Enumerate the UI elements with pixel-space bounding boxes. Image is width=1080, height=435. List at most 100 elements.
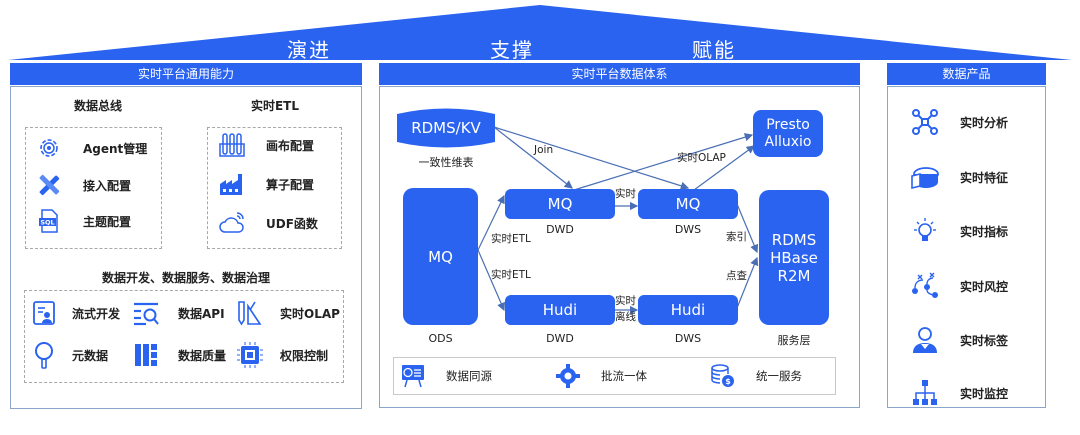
node-dws-mq[interactable]: MQ	[638, 189, 738, 219]
product-item-metric[interactable]: 实时指标	[910, 216, 1008, 246]
item-label: 数据同源	[446, 369, 492, 383]
item-label: Agent管理	[83, 141, 148, 156]
pencil-ruler-icon	[35, 171, 63, 199]
node-rdms-kv[interactable]: RDMS/KV	[411, 119, 481, 137]
item-label: 权限控制	[280, 348, 329, 363]
presto-label: Presto	[766, 116, 810, 133]
risk-flow-icon	[910, 271, 940, 301]
list-search-icon	[132, 299, 160, 327]
chip-icon	[236, 341, 264, 369]
hierarchy-icon	[910, 378, 940, 408]
middle-panel-header: 实时平台数据体系	[379, 63, 860, 85]
item-label: 元数据	[72, 348, 109, 363]
item-label: 实时特征	[960, 170, 1009, 185]
gear-cycle-icon	[555, 363, 581, 389]
dev-item-quality[interactable]: 数据质量	[132, 341, 226, 369]
edge-label-realtime-2: 实时	[615, 295, 636, 307]
edge-label-etl-upper: 实时ETL	[491, 233, 531, 245]
product-item-analysis[interactable]: 实时分析	[910, 107, 1008, 137]
item-label: UDF函数	[266, 216, 318, 231]
left-panel	[10, 86, 362, 409]
etl-item-canvas[interactable]: 画布配置	[218, 131, 314, 159]
presentation-icon	[400, 363, 426, 389]
node-serving[interactable]: RDMS HBase R2M	[759, 190, 829, 325]
node-dwd-mq[interactable]: MQ	[505, 189, 615, 219]
etl-item-udf[interactable]: UDF函数	[218, 209, 318, 237]
bottom-item-same-source[interactable]: 数据同源	[400, 363, 492, 389]
dev-item-api[interactable]: 数据API	[132, 299, 225, 327]
item-label: 数据API	[178, 306, 225, 321]
factory-icon	[218, 170, 246, 198]
dev-service-title: 数据开发、数据服务、数据治理	[101, 271, 270, 285]
product-item-feature[interactable]: 实时特征	[910, 162, 1008, 192]
item-label: 接入配置	[83, 178, 132, 193]
gear-icon	[35, 134, 63, 162]
item-label: 画布配置	[266, 138, 315, 153]
left-panel-header: 实时平台通用能力	[10, 63, 362, 85]
network-icon	[910, 107, 940, 137]
node-dwd-hudi[interactable]: Hudi	[505, 295, 615, 325]
item-label: 批流一体	[601, 369, 647, 383]
product-item-risk[interactable]: 实时风控	[910, 271, 1008, 301]
alluxio-label: Alluxio	[764, 133, 812, 150]
bottom-item-unified-service[interactable]: $ 统一服务	[710, 363, 802, 389]
roof-word-empower: 赋能	[692, 38, 736, 62]
item-label: 算子配置	[266, 177, 315, 192]
lightbulb-icon	[910, 216, 940, 246]
caption-dwd-hudi: DWD	[546, 332, 574, 345]
item-label: 实时分析	[960, 115, 1009, 130]
node-dws-hudi[interactable]: Hudi	[638, 295, 738, 325]
right-panel-header: 数据产品	[887, 63, 1046, 85]
svg-text:SQL: SQL	[40, 219, 54, 227]
data-bus-item-topic[interactable]: SQL 主题配置	[35, 207, 131, 235]
roof-word-support: 支撑	[490, 38, 534, 62]
etl-item-operator[interactable]: 算子配置	[218, 170, 314, 198]
item-label: 数据质量	[178, 348, 227, 363]
bottom-item-batch-stream[interactable]: 批流一体	[555, 363, 647, 389]
product-item-tag[interactable]: 实时标签	[910, 325, 1008, 355]
magnifier-icon	[30, 341, 58, 369]
pie-3d-icon	[910, 162, 940, 192]
user-badge-icon	[910, 325, 940, 355]
item-label: 实时监控	[960, 386, 1009, 401]
test-tubes-icon	[218, 131, 246, 159]
item-label: 实时风控	[960, 279, 1009, 294]
data-bus-title: 数据总线	[73, 99, 122, 113]
edge-label-offline: 离线	[615, 311, 636, 323]
edge-label-index: 索引	[726, 231, 747, 243]
edge-label-olap: 实时OLAP	[677, 152, 726, 164]
item-label: 实时标签	[960, 333, 1009, 348]
roof-banner	[8, 5, 1072, 60]
caption-dws-hudi: DWS	[674, 332, 702, 345]
node-rdms-kv-shape	[397, 108, 495, 148]
edge-label-join: Join	[534, 144, 554, 156]
columns-icon	[132, 341, 160, 369]
edge-label-lookup: 点查	[726, 270, 747, 282]
item-label: 实时OLAP	[280, 306, 340, 321]
dev-item-metadata[interactable]: 元数据	[30, 341, 108, 369]
sql-file-icon: SQL	[35, 207, 63, 235]
dev-item-stream[interactable]: 流式开发	[30, 299, 120, 327]
realtime-etl-title: 实时ETL	[250, 99, 300, 113]
right-panel	[887, 86, 1046, 408]
dev-item-permission[interactable]: 权限控制	[236, 341, 328, 369]
coins-icon: $	[710, 363, 736, 389]
caption-ods: ODS	[428, 332, 453, 345]
data-bus-item-ingest[interactable]: 接入配置	[35, 171, 131, 199]
node-presto-alluxio[interactable]: Presto Alluxio	[753, 110, 823, 157]
data-bus-item-agent[interactable]: Agent管理	[35, 134, 147, 162]
dev-item-olap[interactable]: 实时OLAP	[236, 299, 340, 327]
svg-text:$: $	[725, 377, 731, 386]
r2m-label: R2M	[777, 266, 811, 285]
edge-label-realtime: 实时	[615, 188, 636, 200]
cloud-signal-icon	[218, 209, 246, 237]
caption-dwd-mq: DWD	[546, 223, 574, 236]
item-label: 主题配置	[83, 214, 132, 229]
caption-serving: 服务层	[777, 334, 811, 347]
realtime-etl-box	[207, 127, 342, 249]
caption-dws-mq: DWS	[674, 223, 702, 236]
product-item-monitor[interactable]: 实时监控	[910, 378, 1008, 408]
roof-word-evolve: 演进	[287, 38, 331, 62]
document-user-icon	[30, 299, 58, 327]
node-ods-mq[interactable]: MQ	[403, 188, 478, 325]
